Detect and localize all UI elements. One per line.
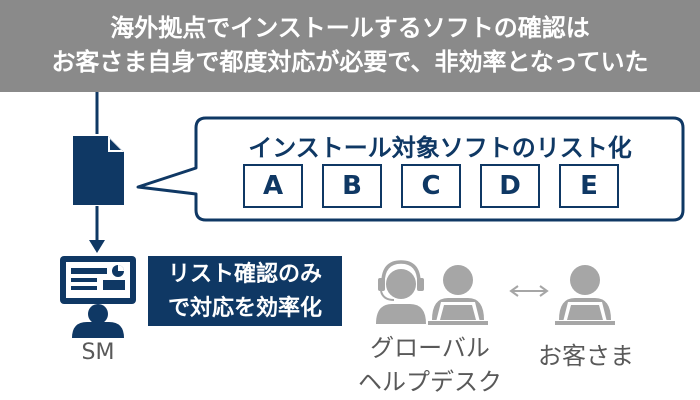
- callout-line-1: リスト確認のみ: [167, 262, 322, 287]
- document-icon: [73, 136, 124, 205]
- software-box-a: A: [243, 164, 303, 208]
- helpdesk-label-line-2: ヘルプデスク: [358, 368, 502, 396]
- headset-person-icon: [376, 260, 426, 324]
- helpdesk-label-line-1: グローバル: [370, 334, 490, 362]
- double-arrow-icon: [509, 285, 549, 297]
- callout-line-2: で対応を効率化: [167, 296, 322, 321]
- software-box-e: E: [559, 164, 619, 208]
- header-banner: 海外拠点でインストールするソフトの確認は お客さま自身で都度対応が必要で、非効率…: [0, 0, 700, 92]
- software-box-d: D: [480, 164, 540, 208]
- customer-label: お客さま: [538, 342, 634, 370]
- software-box-b: B: [322, 164, 382, 208]
- sm-label: SM: [81, 340, 115, 365]
- arrow-head-down: [89, 240, 105, 253]
- efficiency-callout: リスト確認のみ で対応を効率化: [148, 256, 342, 326]
- banner-line-1: 海外拠点でインストールするソフトの確認は: [110, 14, 590, 42]
- software-box-c: C: [401, 164, 461, 208]
- banner-line-2: お客さま自身で都度対応が必要で、非効率となっていた: [51, 48, 649, 76]
- laptop-person-icon-customer: [555, 265, 615, 325]
- bubble-title: インストール対象ソフトのリスト化: [248, 134, 632, 162]
- sm-monitor-icon: [60, 256, 136, 304]
- laptop-person-icon-helpdesk: [428, 265, 488, 325]
- sm-person-icon: [72, 304, 124, 338]
